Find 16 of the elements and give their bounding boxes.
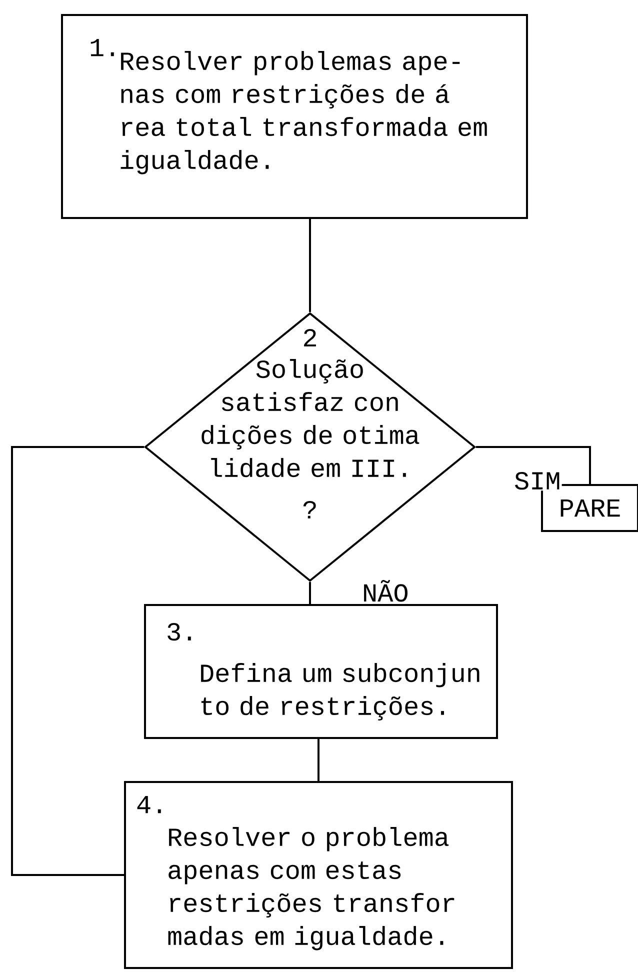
step-text: Resolver problemas ape- nas com restrições de á rea total transformada em igualdade. [120, 51, 487, 174]
step-number: 2 [304, 329, 316, 346]
step-text: Resolver o problema apenas com estas restrições transfor madas em igualdade. [168, 827, 454, 950]
step-number: 3. [168, 623, 191, 641]
edge-label: SIM [513, 471, 562, 491]
step-number: ? [303, 501, 316, 518]
step-number: 4. [137, 796, 161, 814]
step-text: Solução satisfaz con dições de otima lidade em III. [202, 359, 420, 478]
edge-label: NÃO [361, 579, 410, 603]
connector-line [309, 582, 311, 604]
step-text: Defina um subconjun to de restrições. [201, 663, 480, 720]
step-number: 1. [90, 39, 114, 56]
connector-line [309, 219, 311, 312]
connector-line [476, 446, 591, 484]
connector-line [318, 739, 320, 781]
connector-line [11, 446, 144, 876]
